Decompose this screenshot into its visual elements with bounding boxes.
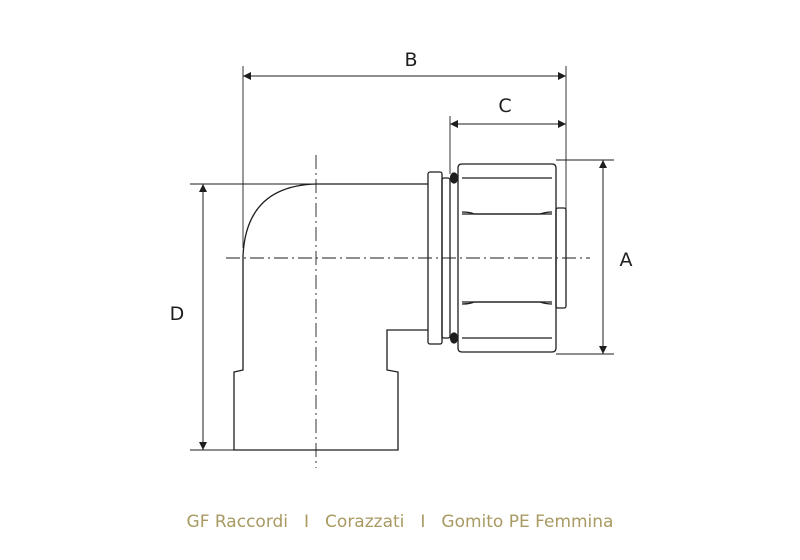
dim-label-c: C	[498, 95, 511, 117]
inner-ring	[441, 177, 451, 339]
hex-nut	[457, 163, 567, 353]
pipe-stub	[555, 207, 567, 309]
elbow-body	[233, 183, 428, 451]
technical-drawing: B C A D	[170, 49, 633, 468]
extension-lines	[190, 66, 614, 451]
dim-label-b: B	[404, 49, 417, 71]
caption-separator: I	[420, 512, 426, 532]
dim-label-a: A	[620, 249, 633, 271]
o-ring-top	[449, 172, 459, 184]
caption-brand: GF Raccordi	[186, 512, 289, 532]
dimension-lines	[199, 72, 607, 450]
flange-rings	[427, 171, 459, 345]
hex-nut-outline	[457, 163, 557, 353]
caption-product: Gomito PE Femmina	[441, 512, 614, 532]
o-ring-bottom	[449, 332, 459, 344]
center-lines	[226, 155, 590, 468]
elbow-outline	[233, 183, 428, 451]
dim-label-d: D	[170, 303, 185, 325]
caption-separator: I	[304, 512, 310, 532]
caption-category: Corazzati	[325, 512, 405, 532]
product-caption: GF Raccordi I Corazzati I Gomito PE Femmina	[0, 512, 800, 540]
hex-facet-lower	[461, 301, 553, 305]
